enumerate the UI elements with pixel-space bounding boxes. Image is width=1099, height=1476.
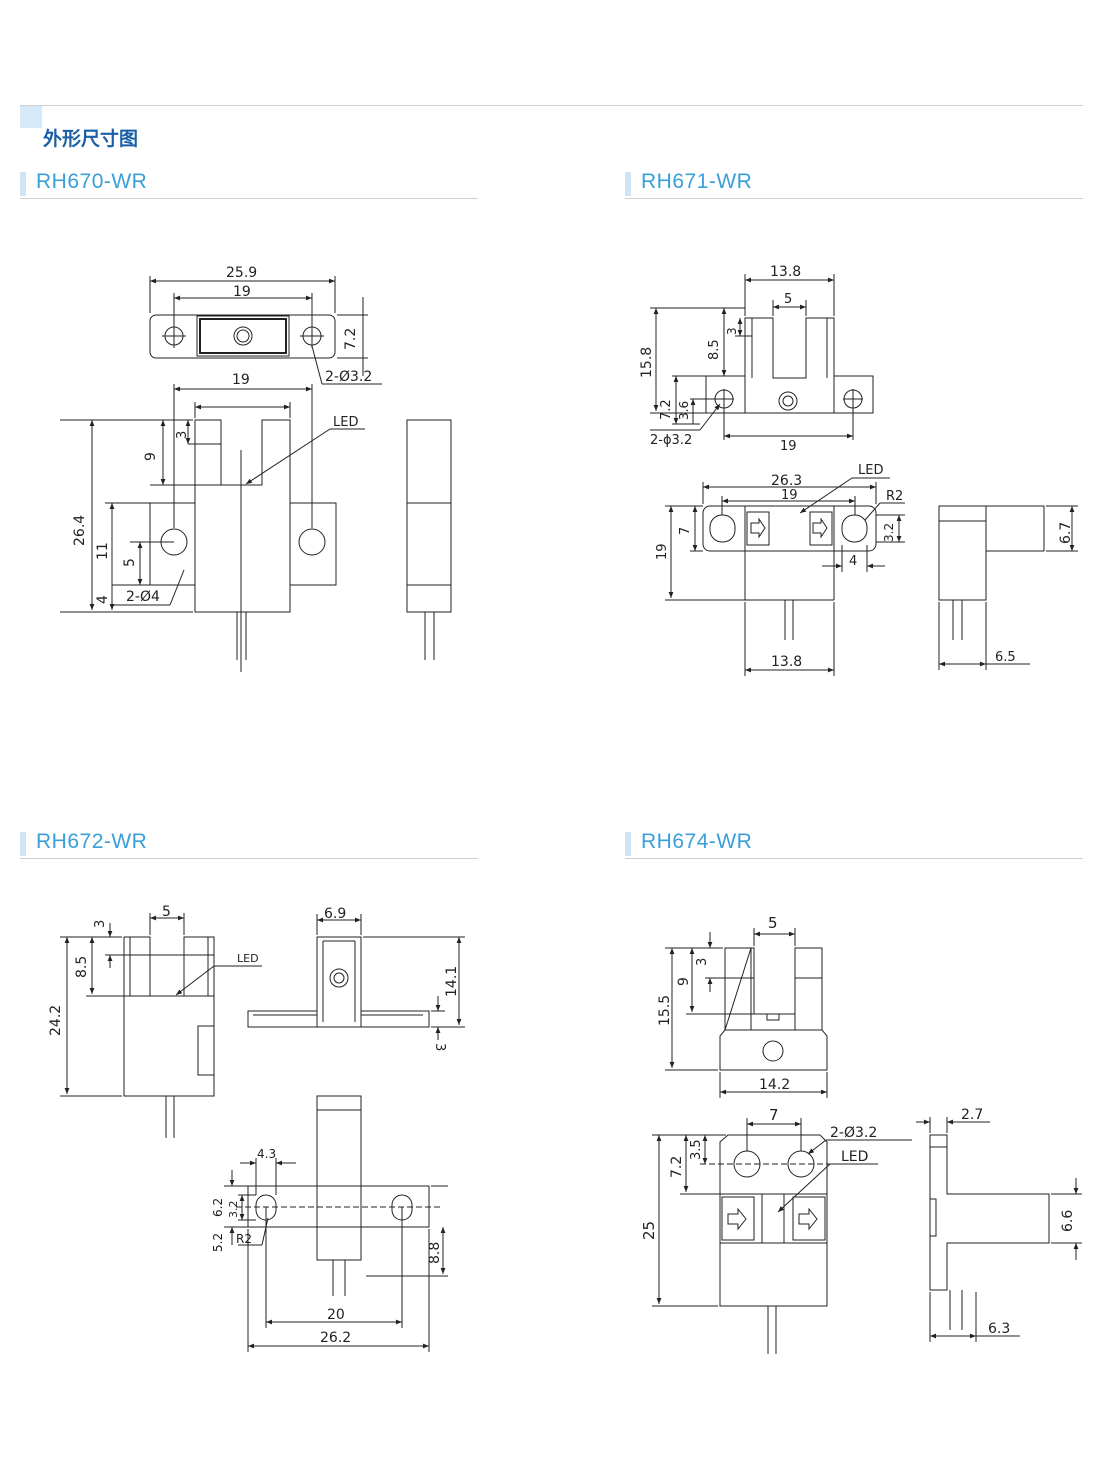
- dim-label: 6.6: [1060, 1210, 1076, 1232]
- dim-label: 5: [162, 904, 171, 920]
- drawing-rh671: [650, 274, 1078, 676]
- led-label: LED: [333, 415, 358, 430]
- rh672-labels: 5 3 8.5 24.2 LED 6.9 14.1 3 4.3 6.2 3.2 …: [48, 904, 460, 1346]
- dim-label: 6.7: [1058, 522, 1074, 544]
- dim-label: 7.2: [669, 1156, 685, 1178]
- section-title: RH670-WR: [36, 170, 148, 193]
- section-title: RH672-WR: [36, 830, 148, 853]
- dim-label: 7: [769, 1106, 779, 1124]
- dim-label: R2: [886, 489, 903, 504]
- dim-label: 3.6: [677, 401, 691, 420]
- dim-label: 6.5: [995, 650, 1016, 665]
- header-rule: [20, 105, 1083, 106]
- dim-label: 8.5: [707, 339, 722, 360]
- section-title: RH671-WR: [641, 170, 753, 193]
- dim-label: 2-Ø3.2: [830, 1125, 877, 1141]
- dim-label: 19: [780, 439, 797, 454]
- section-accent: [20, 172, 26, 196]
- dim-label: 6.9: [324, 906, 346, 922]
- dim-label: 3: [93, 920, 108, 928]
- dim-label: 3.5: [689, 1139, 704, 1160]
- dim-label: 25.9: [226, 265, 257, 281]
- dim-label: 19: [781, 488, 798, 503]
- dim-label: 9: [143, 452, 159, 461]
- dim-label: 3: [175, 431, 190, 439]
- dim-label: 5.2: [211, 1233, 225, 1252]
- dim-label: 14.2: [759, 1077, 790, 1093]
- dim-label: 3: [725, 327, 739, 335]
- drawing-rh674: [652, 928, 1082, 1354]
- rh670-labels: 25.9 19 7.2 2-Ø3.2 19 3 9 LED 26.4 11 5 …: [72, 265, 372, 605]
- rh674-labels: 5 3 9 15.5 14.2 7 2-Ø3.2 3.5 7.2 LED 25 …: [640, 914, 1076, 1337]
- dim-label: 4: [849, 554, 857, 569]
- dim-label: 15.5: [657, 995, 673, 1026]
- dim-label: 15.8: [639, 347, 655, 378]
- dim-label: 5: [768, 914, 778, 932]
- rh672-side-view: [247, 914, 465, 1040]
- dim-label: 19: [232, 372, 250, 388]
- dim-label: 13.8: [770, 264, 801, 280]
- dim-label: 2-Ø3.2: [325, 369, 372, 385]
- dim-label: 5: [122, 558, 138, 567]
- rh672-top-view: [224, 1095, 448, 1352]
- dim-label: 6.3: [988, 1321, 1010, 1337]
- rh671-side-view: [938, 505, 1078, 670]
- rh670-top-view: [149, 276, 382, 385]
- dim-label: 20: [327, 1307, 345, 1323]
- section-header-rh674: RH674-WR: [625, 830, 1083, 859]
- page-title: 外形尺寸图: [43, 128, 139, 150]
- dim-label: 3.2: [882, 523, 896, 542]
- dim-label: 7.2: [659, 399, 674, 420]
- dim-label: 7: [678, 527, 693, 535]
- dim-label: 5: [784, 292, 792, 307]
- dim-label: 3: [695, 958, 710, 966]
- dim-label: 3.2: [227, 1201, 240, 1219]
- led-label: LED: [237, 952, 259, 965]
- dim-label: 19: [655, 543, 670, 560]
- dim-label: R2: [236, 1232, 252, 1246]
- dim-label: 26.4: [72, 515, 88, 546]
- dim-label: 24.2: [48, 1005, 64, 1036]
- dim-label: 25: [640, 1221, 658, 1240]
- section-title: RH674-WR: [641, 830, 753, 853]
- section-header-rh672: RH672-WR: [20, 830, 478, 859]
- dim-label: 2-ϕ3.2: [650, 433, 692, 448]
- led-label: LED: [841, 1149, 868, 1165]
- dim-label: 2-Ø4: [126, 589, 160, 605]
- dim-label: 8.5: [74, 956, 90, 978]
- dim-label: 6.2: [211, 1198, 225, 1217]
- dim-label: 7.2: [343, 328, 359, 350]
- section-accent: [625, 832, 631, 856]
- drawing-rh672: [60, 913, 465, 1352]
- section-header-rh671: RH671-WR: [625, 170, 1083, 199]
- dim-label: 14.1: [444, 966, 460, 997]
- dim-label: 3: [432, 1043, 447, 1051]
- dim-label: 26.3: [771, 473, 802, 489]
- section-accent: [625, 172, 631, 196]
- rh671-front-view: [650, 274, 874, 440]
- led-label: LED: [858, 463, 883, 478]
- dim-label: 11: [95, 542, 111, 560]
- dim-label: 26.2: [320, 1330, 351, 1346]
- dim-label: 8.8: [427, 1242, 443, 1264]
- rh674-side-view: [916, 1117, 1082, 1342]
- dim-label: 4: [95, 595, 111, 604]
- dim-label: 13.8: [771, 654, 802, 670]
- dim-label: 9: [676, 977, 692, 986]
- rh671-top-view: [665, 477, 905, 676]
- rh674-top-view: [652, 1118, 912, 1354]
- rh674-front-view: [665, 928, 828, 1098]
- dim-label: 2.7: [961, 1107, 983, 1123]
- drawing-rh670: [60, 276, 452, 672]
- section-header-rh670: RH670-WR: [20, 170, 478, 199]
- rh670-front-view: [60, 384, 365, 672]
- header-accent: [20, 106, 42, 128]
- dim-label: 19: [233, 284, 251, 300]
- dim-label: 4.3: [257, 1147, 276, 1161]
- section-accent: [20, 832, 26, 856]
- rh672-front-view: [60, 913, 262, 1138]
- rh670-side-view: [406, 419, 452, 660]
- rh671-labels: 13.8 5 8.5 3 15.8 7.2 3.6 2-ϕ3.2 19 LED …: [639, 264, 1074, 670]
